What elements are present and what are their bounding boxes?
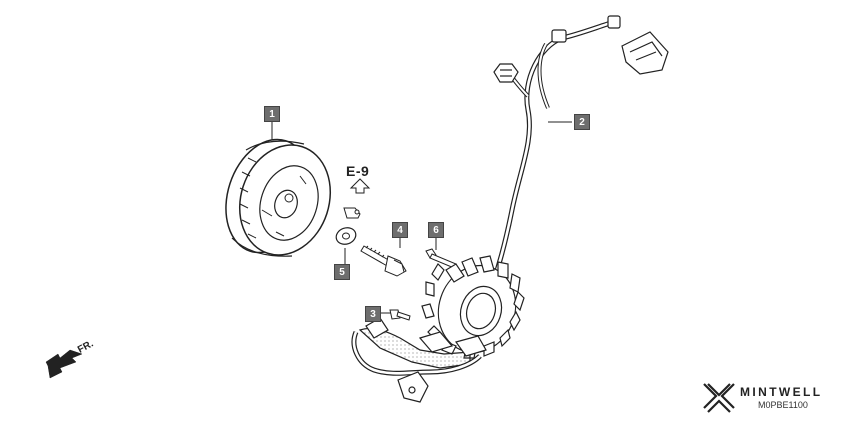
flange-bolt-part [360,245,407,277]
flywheel [225,138,332,257]
leader-lines [271,121,572,314]
round-connector [493,63,519,83]
callout-bolt-b: 6 [428,222,444,238]
callout-stator-harness: 2 [574,114,590,130]
stator [421,255,525,359]
key-part [343,207,361,219]
pulse-bracket [351,317,487,403]
ref-arrow-icon [349,178,371,194]
harness-clip [551,15,621,43]
coupler-connector [621,31,669,75]
washer-part [335,227,357,245]
bolt-b-part [425,248,457,269]
bolt-a-part [389,309,411,321]
callout-flywheel: 1 [264,106,280,122]
front-arrow-icon [45,349,83,379]
drawing-code: M0PBE1100 [758,400,808,410]
callout-bolt-a: 3 [365,306,381,322]
callout-flange-bolt: 4 [392,222,408,238]
reference-label: E-9 [346,163,370,179]
wiring-harness [491,19,615,281]
brand-logo-icon [703,383,735,413]
callout-washer: 5 [334,264,350,280]
brand-name: MINTWELL [740,385,823,399]
